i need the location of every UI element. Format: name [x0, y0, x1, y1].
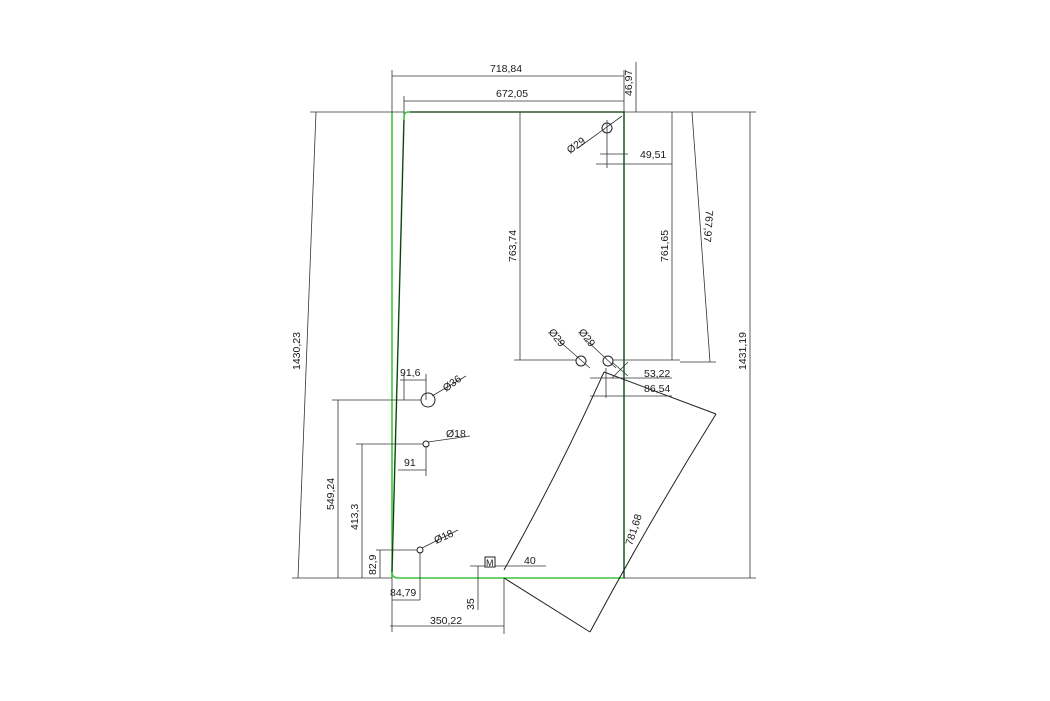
dim-top-inner: 672,05: [496, 88, 528, 100]
hole-left-middle-label: Ø18: [446, 428, 466, 440]
hole-top-right: Ø29 49,51: [565, 115, 672, 168]
hole-left-upper-label: Ø36: [441, 373, 464, 394]
dim-bottom-offset: 35: [465, 598, 477, 610]
dim-left-hole-h2: 413,3: [349, 504, 361, 530]
hole-mid-right-label: Ø29: [576, 326, 598, 349]
dim-hole-mid-a: 53,22: [644, 368, 670, 380]
right-dimensions: 1431,19 761,65 767,97 763,74: [507, 111, 756, 579]
marker-label: M: [486, 558, 494, 568]
arc-segment: [503, 371, 717, 633]
holes-middle: Ø29 Ø29 53,22 86,54: [546, 326, 672, 398]
left-dimensions: 1430,23 549,24 413,3 82,9: [291, 111, 428, 579]
dim-hole-mid-b: 86,54: [644, 383, 670, 395]
panel-outline: [391, 111, 625, 579]
frame-edges: [391, 111, 625, 578]
dim-left-hole-h3: 82,9: [367, 554, 379, 575]
hole-top-right-label: Ø29: [565, 135, 588, 156]
dim-hole-top-offset: 49,51: [640, 149, 666, 161]
holes-left: 91,6 Ø36 Ø18 91 Ø18: [398, 367, 471, 554]
dim-left-hole-h1: 549,24: [325, 478, 337, 510]
dim-left-height: 1430,23: [291, 332, 303, 370]
dim-bottom-hole-x: 84,79: [390, 587, 416, 599]
dim-marker-offset: 40: [524, 555, 536, 567]
dim-right-height-a: 761,65: [659, 230, 671, 262]
bottom-dimensions: 84,79 350,22 35 M 40 781,68: [390, 513, 645, 634]
dim-top-right-offset: 46,97: [623, 70, 635, 96]
dim-bottom-width: 350,22: [430, 615, 462, 627]
dim-right-height: 1431,19: [737, 332, 749, 370]
dim-right-height-b: 767,97: [701, 210, 715, 243]
dim-top-overall: 718,84: [490, 63, 522, 75]
dim-left-hole-x1: 91,6: [400, 367, 421, 379]
hole-bottom-left-label: Ø18: [432, 528, 455, 547]
dim-arc-length: 781,68: [623, 513, 644, 547]
hole-mid-left-label: Ø29: [546, 326, 568, 349]
dim-left-hole-x2: 91: [404, 457, 416, 469]
dim-center-height: 763,74: [507, 230, 519, 262]
top-dimensions: 718,84 672,05 46,97: [391, 62, 700, 114]
